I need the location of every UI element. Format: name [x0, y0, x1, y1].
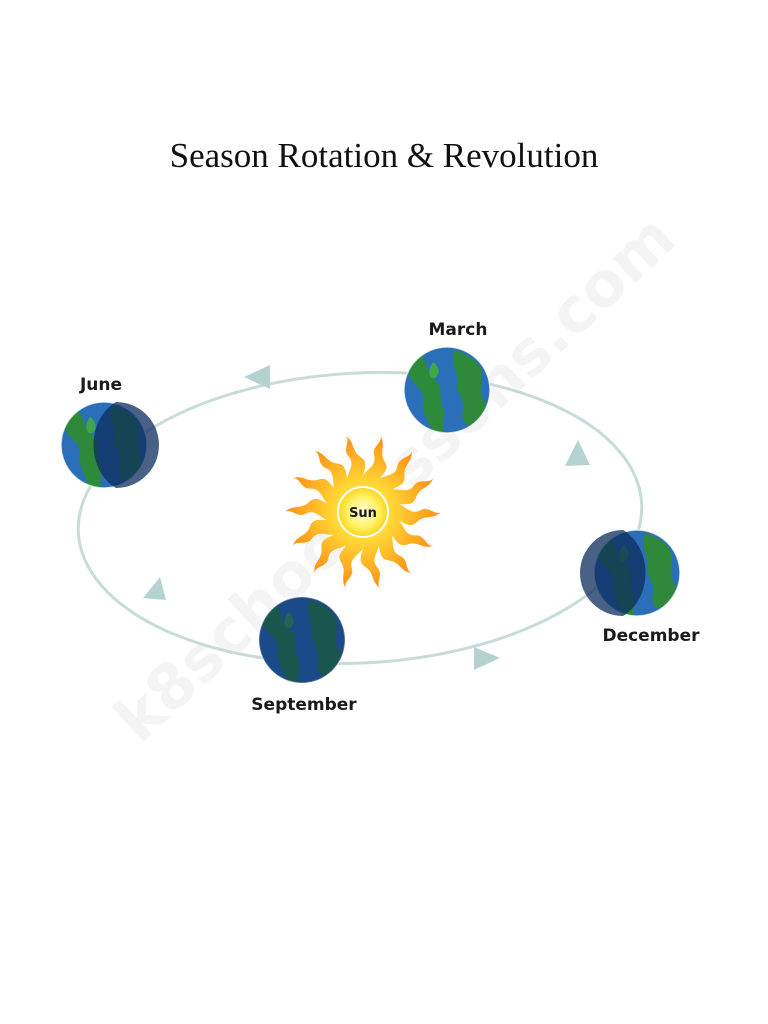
sun-label: Sun [349, 506, 377, 521]
sun-ray [379, 478, 434, 509]
sun-ray [314, 524, 355, 573]
earth-june [61, 402, 159, 489]
label-march: March [429, 320, 488, 340]
label-june: June [79, 375, 122, 395]
label-september: September [251, 695, 357, 715]
sun-ray [339, 531, 366, 589]
diagram-title: Season Rotation & Revolution [169, 136, 599, 175]
sun-ray [385, 502, 441, 526]
orbit-arrow-bottom [474, 647, 500, 670]
sun-ray [285, 498, 341, 522]
sun-ray [360, 435, 387, 493]
earth-september [259, 597, 345, 684]
sun-ray [345, 435, 366, 493]
orbit-arrow-right [565, 440, 590, 466]
earth-march [396, 347, 490, 434]
orbit-arrow-top [244, 365, 270, 389]
earth-december [580, 530, 680, 617]
orbit-path [76, 370, 644, 666]
sun-ray [292, 477, 347, 509]
label-december: December [602, 626, 700, 646]
sun-ray [379, 515, 434, 547]
sun-ray [360, 531, 381, 589]
orbit-arrow-left [143, 577, 166, 600]
sun: Sun [285, 435, 441, 589]
sun-ray [371, 524, 412, 573]
sun-rays [285, 435, 441, 589]
sun-ray [371, 451, 412, 500]
sun-ray [314, 451, 355, 500]
sun-ray [292, 515, 347, 546]
